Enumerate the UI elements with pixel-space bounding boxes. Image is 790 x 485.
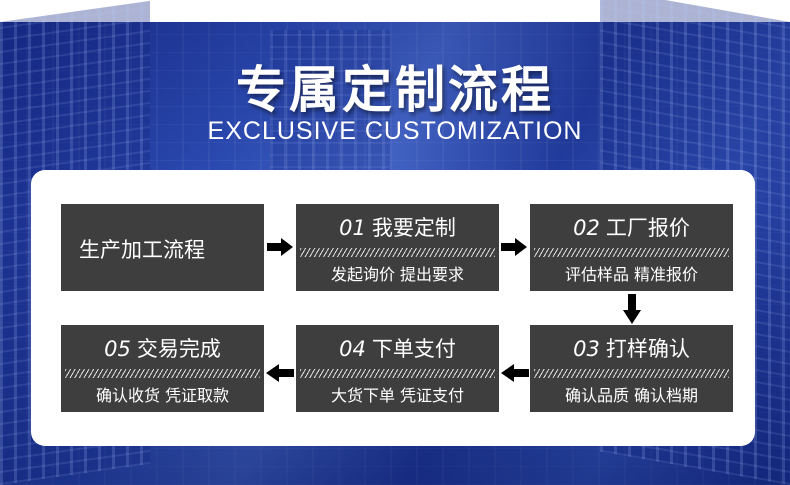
step-start-label: 生产加工流程 [79,238,205,262]
arrow-left-icon [266,364,294,382]
step-01-title: 我要定制 [371,216,456,240]
step-01-subtitle: 发起询价 提出要求 [330,265,465,284]
page-title: 专属定制流程 [236,61,554,119]
step-05-title: 交易完成 [136,337,221,361]
step-start-box: 生产加工流程 [61,204,264,291]
hatch-divider [65,369,260,378]
hatch-divider [300,248,495,257]
arrow-right-icon [267,238,293,256]
page-subtitle: EXCLUSIVE CUSTOMIZATION [207,117,583,145]
step-02-subtitle: 评估样品 精准报价 [564,265,699,284]
step-03-title: 打样确认 [605,337,690,361]
step-01-number: 01 [339,216,366,240]
hatch-divider [534,369,729,378]
arrow-right-icon [501,238,527,256]
arrow-down-icon [623,294,641,324]
step-04-number: 04 [339,337,366,361]
background-building-center [270,30,390,180]
step-03-number: 03 [573,337,600,361]
step-02-title: 工厂报价 [605,216,690,240]
step-04-subtitle: 大货下单 凭证支付 [330,386,465,405]
hatch-divider [300,369,495,378]
hatch-divider [534,248,729,257]
step-02-number: 02 [573,216,600,240]
arrow-left-icon [501,364,529,382]
step-03-subtitle: 确认品质 确认档期 [564,386,699,405]
step-05-subtitle: 确认收货 凭证取款 [95,386,230,405]
step-04-title: 下单支付 [371,337,456,361]
step-05-number: 05 [104,337,131,361]
